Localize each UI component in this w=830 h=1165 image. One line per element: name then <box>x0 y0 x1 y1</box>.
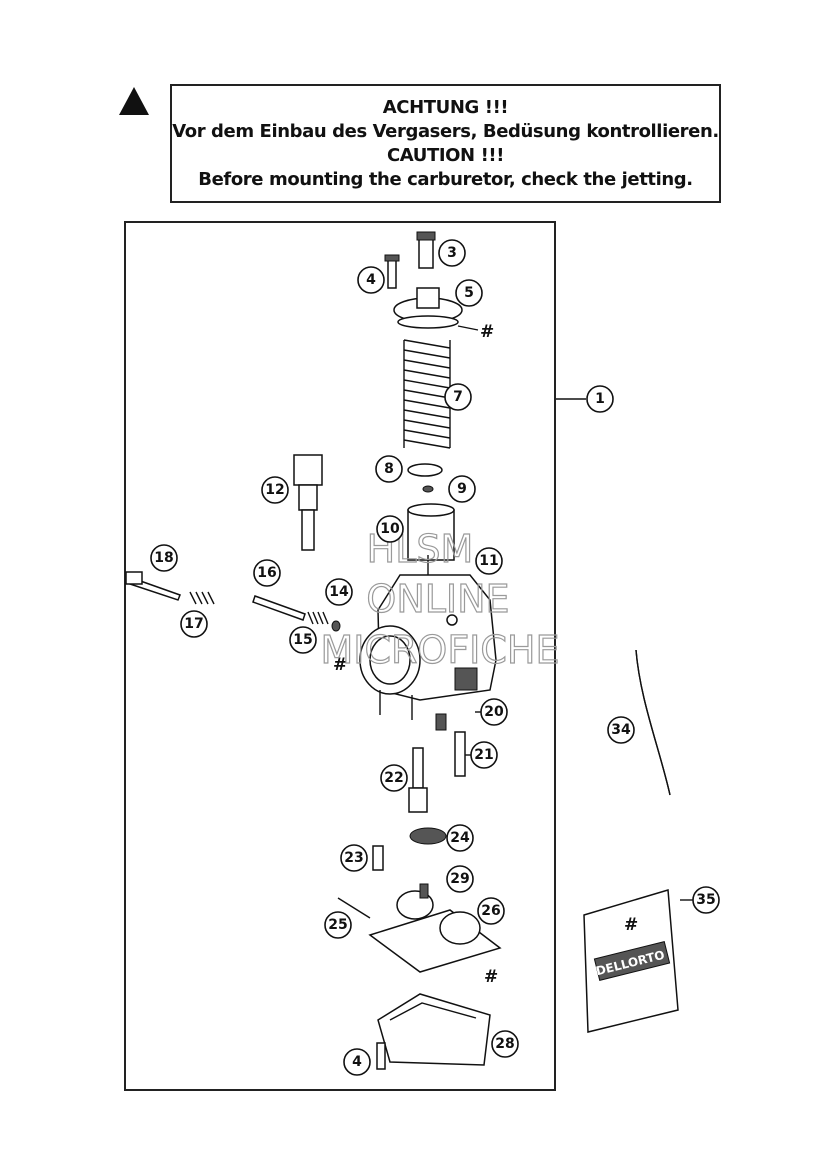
svg-text:10: 10 <box>380 521 400 537</box>
svg-text:11: 11 <box>479 553 498 569</box>
caution-line-en-text: Before mounting the carburetor, check th… <box>198 168 693 190</box>
idle-screw-part <box>125 571 181 601</box>
hash-mark-gasket-bottom: # <box>484 967 498 987</box>
callout-3: 3 <box>438 239 466 267</box>
svg-text:4: 4 <box>352 1054 362 1070</box>
warning-triangle-icon <box>119 87 149 115</box>
needle-jet-part <box>408 747 428 813</box>
svg-text:23: 23 <box>344 850 363 866</box>
needle-plate-part <box>407 463 443 477</box>
callout-35: 35 <box>692 886 720 914</box>
callout-7: 7 <box>444 383 472 411</box>
choke-plunger-part <box>293 454 323 551</box>
callout-25: 25 <box>324 911 352 939</box>
hash-mark-spring: # <box>333 655 347 675</box>
cable-adjuster-part <box>416 231 436 269</box>
callout-12: 12 <box>261 476 289 504</box>
callout-24: 24 <box>446 824 474 852</box>
hash-mark-gasket-top: # <box>480 322 494 342</box>
carburetor-assembly-frame <box>124 221 556 1091</box>
svg-text:29: 29 <box>450 871 469 887</box>
svg-text:28: 28 <box>495 1036 514 1052</box>
callout-34: 34 <box>607 716 635 744</box>
carburetor-cap-part <box>393 287 479 331</box>
caution-line-de-title: ACHTUNG !!! <box>382 96 509 118</box>
callout-23: 23 <box>340 844 368 872</box>
callout-28: 28 <box>491 1030 519 1058</box>
svg-text:4: 4 <box>366 272 376 288</box>
watermark-line-2: ONLINE <box>366 577 509 621</box>
pilot-jet-part <box>435 713 447 731</box>
callout-5: 5 <box>455 279 483 307</box>
callout-22: 22 <box>380 764 408 792</box>
svg-text:21: 21 <box>474 747 493 763</box>
svg-text:16: 16 <box>257 565 276 581</box>
svg-text:7: 7 <box>453 389 463 405</box>
callout-9: 9 <box>448 475 476 503</box>
throttle-spring-part <box>403 339 451 449</box>
callout-26: 26 <box>477 897 505 925</box>
callout-17: 17 <box>180 610 208 638</box>
callout-1: 1 <box>586 385 614 413</box>
callout-8: 8 <box>375 455 403 483</box>
callout-20: 20 <box>480 698 508 726</box>
caution-line-de-text: Vor dem Einbau des Vergasers, Bedüsung k… <box>172 120 719 142</box>
mixture-screw-part <box>252 595 306 621</box>
svg-text:35: 35 <box>696 892 715 908</box>
jet-part-21 <box>454 731 466 777</box>
callout-15: 15 <box>289 626 317 654</box>
caution-notice: ACHTUNG !!! Vor dem Einbau des Vergasers… <box>170 84 721 203</box>
main-jet-part <box>372 845 384 871</box>
float-bowl-part <box>377 993 491 1066</box>
float-pin-part <box>337 897 371 919</box>
jet-kit-bag-part: DELLORTO <box>583 889 679 1033</box>
float-part <box>368 883 502 973</box>
svg-text:20: 20 <box>484 704 504 720</box>
svg-text:17: 17 <box>184 616 203 632</box>
watermark-line-3: MICROFICHE <box>320 628 559 672</box>
needle-clip-part <box>422 485 434 493</box>
svg-text:8: 8 <box>384 461 394 477</box>
svg-text:9: 9 <box>457 481 467 497</box>
caution-line-en-title: CAUTION !!! <box>386 144 505 166</box>
washer-part <box>409 827 447 845</box>
svg-text:34: 34 <box>611 722 631 738</box>
mixture-spring-part <box>307 611 341 632</box>
screw-part-top <box>384 254 400 289</box>
callout-4-bottom: 4 <box>343 1048 371 1076</box>
svg-text:12: 12 <box>265 482 284 498</box>
callout-11: 11 <box>475 547 503 575</box>
svg-text:1: 1 <box>595 391 605 407</box>
svg-text:18: 18 <box>154 550 173 566</box>
svg-text:15: 15 <box>293 632 312 648</box>
carburetor-body-part <box>359 574 497 720</box>
callout-16: 16 <box>253 559 281 587</box>
svg-text:5: 5 <box>464 285 474 301</box>
idle-spring-part <box>189 591 215 605</box>
callout-18: 18 <box>150 544 178 572</box>
svg-text:25: 25 <box>328 917 347 933</box>
svg-text:24: 24 <box>450 830 470 846</box>
callout-21: 21 <box>470 741 498 769</box>
throttle-slide-part <box>407 503 455 590</box>
screw-part-bottom <box>376 1042 386 1070</box>
svg-text:3: 3 <box>447 245 457 261</box>
callout-14: 14 <box>325 578 353 606</box>
svg-text:26: 26 <box>481 903 500 919</box>
hash-mark-bag: # <box>624 915 638 935</box>
svg-text:14: 14 <box>329 584 349 600</box>
callout-10: 10 <box>376 515 404 543</box>
callout-29: 29 <box>446 865 474 893</box>
svg-text:22: 22 <box>384 770 403 786</box>
callout-4-top: 4 <box>357 266 385 294</box>
